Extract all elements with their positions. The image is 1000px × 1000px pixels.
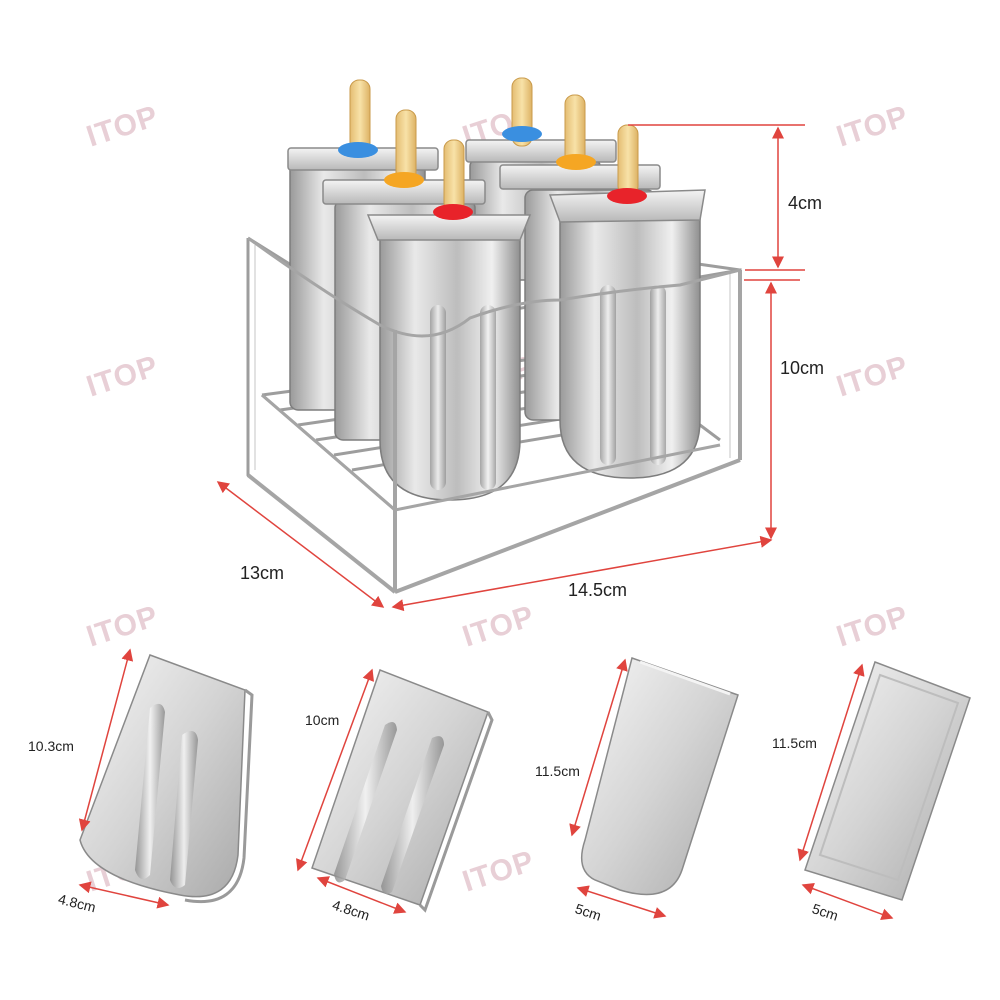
dimension-label-width: 14.5cm bbox=[568, 580, 628, 600]
popsicle-mold bbox=[366, 139, 532, 501]
dimension-lines bbox=[78, 648, 894, 920]
dimension-label-height-top: 4cm bbox=[788, 193, 823, 213]
mold-panel-1 bbox=[79, 654, 254, 904]
dimension-lines bbox=[216, 124, 805, 612]
mold-panel-2 bbox=[311, 669, 494, 913]
mold-2-length-label: 10cm bbox=[305, 712, 340, 728]
mold-4-length-label: 11.5cm bbox=[772, 735, 817, 751]
popsicle-mold bbox=[548, 124, 706, 479]
dimension-label-height-rack: 10cm bbox=[780, 358, 825, 378]
mold-panel-3 bbox=[580, 657, 739, 896]
mold-1-length-label: 10.3cm bbox=[28, 738, 74, 754]
mold-3-length-label: 11.5cm bbox=[535, 763, 580, 779]
mold-panel-4 bbox=[804, 661, 971, 901]
dimension-label-depth: 13cm bbox=[240, 563, 285, 583]
